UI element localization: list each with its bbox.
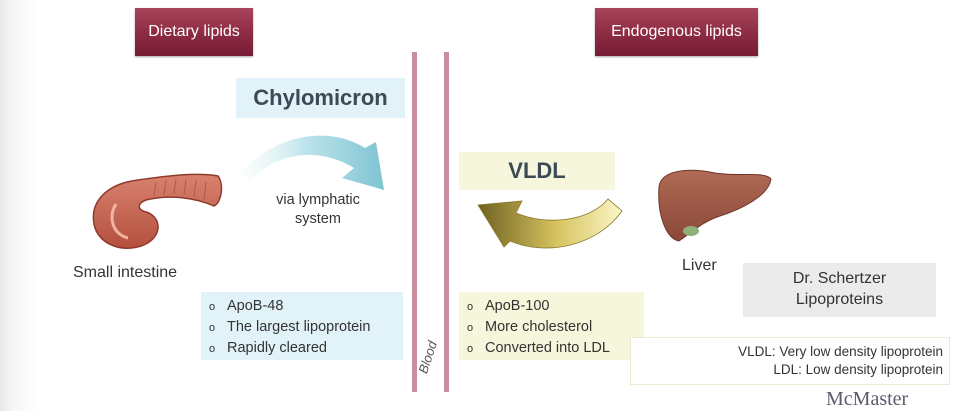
credit-box: Dr. Schertzer Lipoproteins [743, 263, 936, 317]
route-line-2: system [295, 211, 341, 227]
endogenous-lipids-header: Endogenous lipids [595, 8, 758, 56]
chylomicron-label-box: Chylomicron [236, 78, 405, 118]
small-intestine-label: Small intestine [73, 264, 178, 281]
lymphatic-arrow-icon [240, 135, 384, 190]
liver-label: Liver [682, 257, 717, 274]
credit-author: Dr. Schertzer [792, 270, 887, 287]
credit-topic: Lipoproteins [795, 291, 884, 308]
dietary-lipids-header: Dietary lipids [135, 8, 253, 56]
small-intestine-icon [92, 173, 223, 249]
endogenous-lipids-text: Endogenous lipids [611, 23, 742, 40]
dietary-lipids-text: Dietary lipids [148, 23, 240, 40]
vldl-definition: VLDL: Very low density lipoprotein [738, 344, 943, 359]
lymphatic-route-text: via lymphatic system [258, 191, 378, 229]
blood-vessel-left-wall [412, 52, 417, 392]
definitions-box: VLDL: Very low density lipoprotein LDL: … [630, 337, 950, 385]
route-line-1: via lymphatic [276, 192, 360, 208]
vldl-label: VLDL [508, 158, 566, 183]
blood-label: Blood [415, 339, 440, 376]
chylomicron-label: Chylomicron [253, 85, 388, 110]
vldl-arrow-icon [477, 198, 623, 249]
blood-vessel-right-wall [444, 52, 449, 392]
vldl-label-box: VLDL [459, 152, 615, 190]
liver-icon [658, 169, 772, 242]
ldl-definition: LDL: Low density lipoprotein [773, 362, 943, 377]
